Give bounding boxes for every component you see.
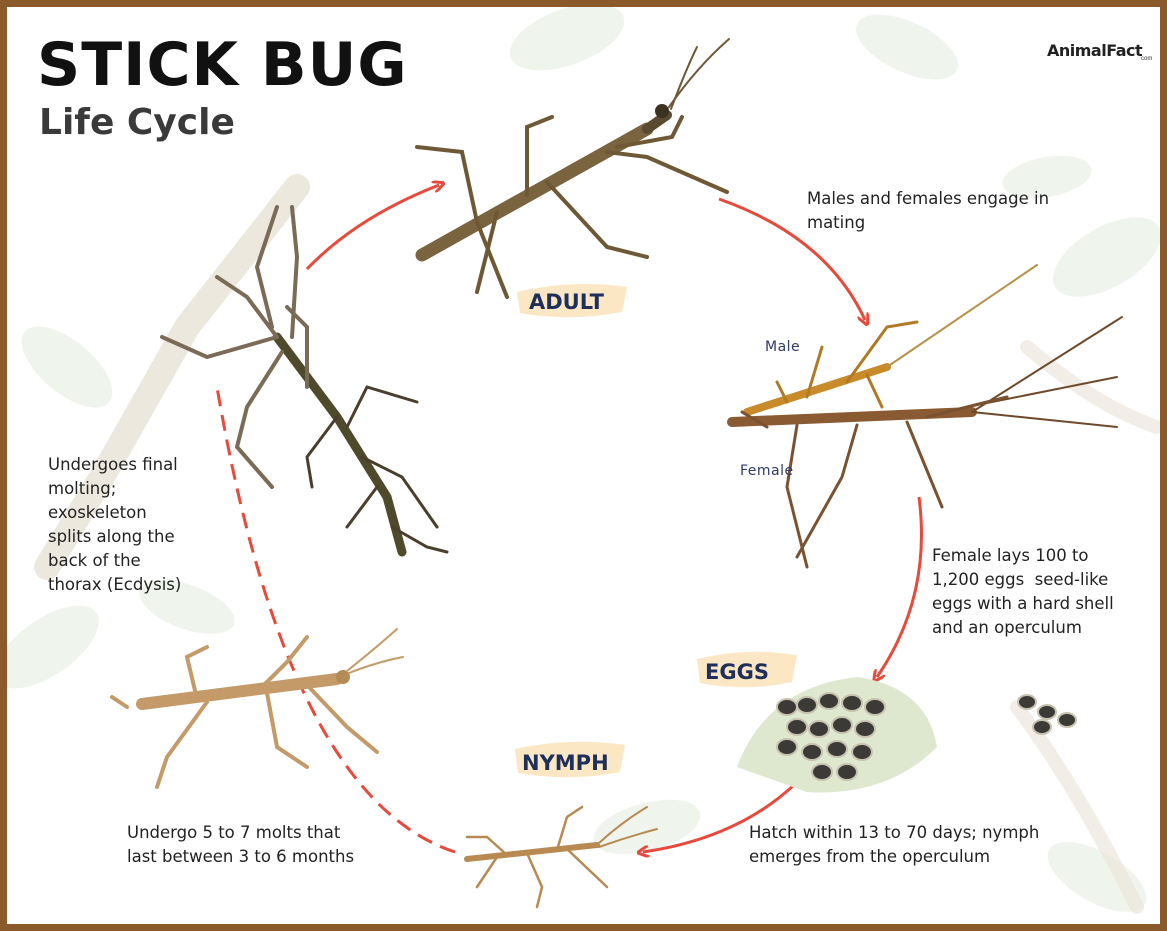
female-label: Female: [740, 463, 794, 479]
note-final-molt: Undergoes final molting; exoskeleton spl…: [48, 453, 181, 597]
note-final-molt-line: molting;: [48, 477, 181, 501]
note-eggs-line: Female lays 100 to: [932, 544, 1114, 568]
newborn-nymph-illustration: [467, 807, 657, 907]
arrow-nymph-to-molt-dashed: [217, 387, 455, 852]
note-hatch: Hatch within 13 to 70 days; nymph emerge…: [749, 821, 1039, 869]
male-label: Male: [765, 339, 800, 355]
note-final-molt-line: exoskeleton: [48, 501, 181, 525]
growing-nymph-illustration: [112, 629, 403, 787]
note-molts: Undergo 5 to 7 molts that last between 3…: [127, 821, 354, 869]
note-eggs-line: eggs with a hard shell: [932, 592, 1114, 616]
adult-stick-bug-illustration: [417, 39, 729, 297]
note-eggs-line: 1,200 eggs seed-like: [932, 568, 1114, 592]
arrow-mating-to-eggs: [877, 497, 921, 677]
note-hatch-line: emerges from the operculum: [749, 845, 1039, 869]
note-mating-line: Males and females engage in: [807, 187, 1049, 211]
note-molts-line: last between 3 to 6 months: [127, 845, 354, 869]
molting-stick-bug-illustration: [162, 207, 447, 552]
note-mating-line: mating: [807, 211, 1049, 235]
note-final-molt-line: Undergoes final: [48, 453, 181, 477]
stage-label-adult: ADULT: [529, 290, 604, 314]
stage-label-eggs: EGGS: [705, 660, 769, 684]
note-molts-line: Undergo 5 to 7 molts that: [127, 821, 354, 845]
mating-pair-illustration: [732, 265, 1122, 567]
note-mating: Males and females engage in mating: [807, 187, 1049, 235]
note-hatch-line: Hatch within 13 to 70 days; nymph: [749, 821, 1039, 845]
note-eggs: Female lays 100 to 1,200 eggs seed-like …: [932, 544, 1114, 640]
eggs-illustration: [737, 677, 1076, 792]
note-eggs-line: and an operculum: [932, 616, 1114, 640]
stage-label-nymph: NYMPH: [522, 751, 609, 775]
note-final-molt-line: splits along the: [48, 525, 181, 549]
note-final-molt-line: back of the: [48, 549, 181, 573]
note-final-molt-line: thorax (Ecdysis): [48, 573, 181, 597]
